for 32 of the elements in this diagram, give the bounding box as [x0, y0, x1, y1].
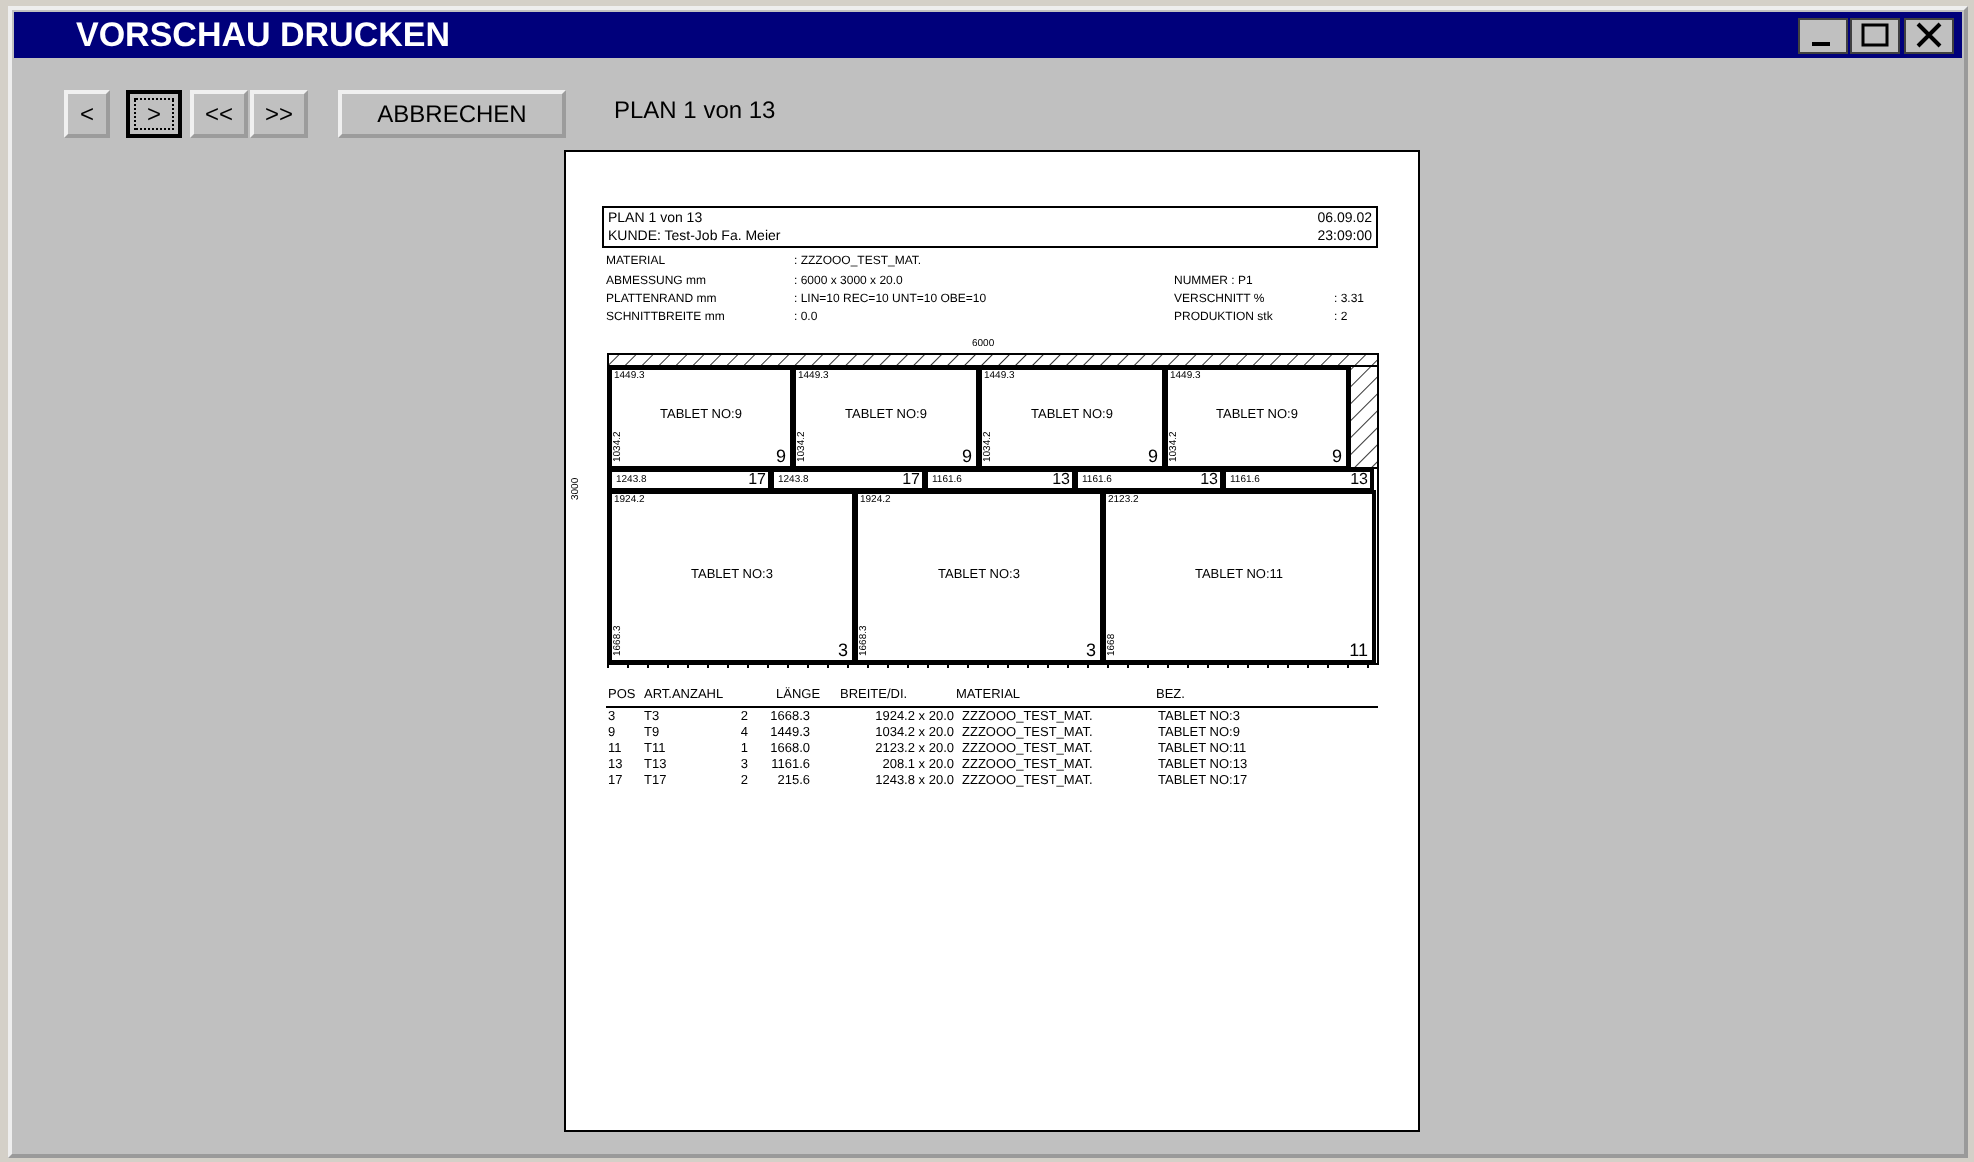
position-number: 9	[1147, 448, 1158, 466]
cut-piece	[854, 490, 1104, 664]
first-button: <<	[190, 90, 248, 138]
cut-piece	[924, 468, 1076, 492]
cut-piece	[1074, 468, 1224, 492]
cut-piece	[1164, 366, 1350, 470]
cut-piece	[770, 468, 926, 492]
next-button: >	[126, 90, 182, 138]
position-number: 17	[902, 472, 920, 488]
position-number: 13	[1350, 472, 1368, 488]
window-title: VORSCHAU DRUCKEN	[76, 18, 451, 52]
cut-piece	[608, 468, 772, 492]
position-number: 13	[1200, 472, 1218, 488]
position-number: 9	[961, 448, 972, 466]
cut-piece	[1102, 490, 1376, 664]
cancel-button: ABBRECHEN	[338, 90, 566, 138]
cut-piece	[792, 366, 980, 470]
last-button: >>	[250, 90, 308, 138]
position-number: 9	[1331, 448, 1342, 466]
position-number: 13	[1052, 472, 1070, 488]
cut-piece	[1222, 468, 1374, 492]
position-number: 3	[837, 642, 848, 660]
position-number: 9	[775, 448, 786, 466]
previous-button: <	[64, 90, 110, 138]
position-number: 3	[1085, 642, 1096, 660]
cut-piece	[608, 366, 794, 470]
position-number: 17	[748, 472, 766, 488]
status-text: PLAN 1 von 13	[614, 98, 776, 122]
cut-piece	[608, 490, 856, 664]
cut-piece	[978, 366, 1166, 470]
position-number: 11	[1349, 642, 1368, 660]
header-box	[602, 206, 1378, 248]
